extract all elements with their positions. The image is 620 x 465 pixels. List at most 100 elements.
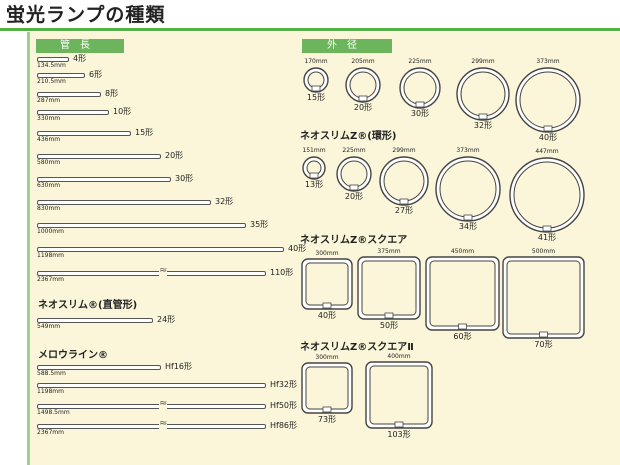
square-lamp-connector [322,406,332,413]
square-lamp-connector [458,323,467,330]
ring-lamp-inner [513,161,581,229]
ring-size-label: 32形 [473,121,493,130]
tube-lamp [37,131,131,136]
square-lamp-inner [305,366,349,410]
tube-length-label: 287mm [37,97,61,104]
ring-size-label: 41形 [537,233,557,242]
tube-size-label: 110形 [270,268,294,277]
tube-lamp [37,110,109,115]
tube-size-label: 6形 [89,70,103,79]
ring-lamp-connector [415,101,425,108]
ring-lamp-inner [439,160,497,218]
tube-size-label: 15形 [135,128,154,137]
ring-diameter-label: 299mm [471,58,495,65]
tube-length-label: 134.5mm [37,62,66,69]
ring-diameter-label: 151mm [302,147,326,154]
tube-lamp [37,404,266,409]
ring-lamp-connector [349,184,359,191]
tube-length-label: 2367mm [37,429,64,436]
tube-length-label: 830mm [37,205,61,212]
ring-size-label: 27形 [394,206,414,215]
tube-lamp [37,365,161,370]
square-size-dim: 375mm [377,248,401,255]
square-lamp-connector [394,421,404,428]
ring-size-label: 20形 [344,192,364,201]
neoslim-straight-title: ネオスリム®(直管形) [38,300,138,311]
tube-size-label: 20形 [165,151,184,160]
ring-lamp-connector [309,172,319,179]
tube-size-label: 8形 [105,89,119,98]
tube-length-label: 210.5mm [37,78,66,85]
title-rule [0,28,620,31]
ring-diameter-label: 205mm [351,58,375,65]
tube-size-label: Hf16形 [165,362,193,371]
square2-title: ネオスリムZ®スクエアⅡ [300,342,414,353]
outer-diameter-header: 外径 [302,39,392,53]
tube-size-label: 35形 [250,220,269,229]
tube-length-label: 2367mm [37,276,64,283]
ring-lamp-inner [349,71,377,99]
ring-lamp-connector [543,125,553,132]
tube-size-label: 24形 [157,315,176,324]
tube-length-label: 630mm [37,182,61,189]
square-lamp-inner [369,365,429,425]
tube-lamp [37,424,266,429]
ring-diameter-label: 373mm [536,58,560,65]
tube-lamp [37,73,85,78]
page-title: 蛍光ランプの種類 [6,4,166,26]
ring-size-label: 13形 [304,180,324,189]
square-lamp-inner [429,260,496,327]
tube-length-label: 1498.5mm [37,409,70,416]
tube-size-label: Hf86形 [270,421,298,430]
tube-length-label: 1000mm [37,228,64,235]
square-size-label: 60形 [453,332,472,341]
square-lamp-inner [506,260,581,335]
square-size-label: 50形 [379,321,399,330]
tube-size-label: Hf32形 [270,380,298,389]
mellow-title: メロウライン® [38,350,108,361]
tube-length-label: 436mm [37,136,61,143]
ring-lamp-inner [383,160,425,202]
ring-size-label: 15形 [306,93,326,102]
tube-lamp [37,92,101,97]
ring-diameter-label: 225mm [342,147,366,154]
ring-diameter-label: 299mm [392,147,416,154]
ring-lamp-connector [542,225,552,232]
tube-break-mark: ≈ [159,398,168,409]
square-lamp-connector [384,312,394,319]
ring-lamp-inner [403,71,437,105]
tube-length-header: 管長 [36,39,124,53]
tube-lamp [37,318,153,323]
tube-lamp [37,247,284,252]
tube-length-label: 1198mm [37,252,64,259]
tube-lamp [37,271,266,276]
ring-size-label: 20形 [353,103,373,112]
square-lamp-connector [539,331,548,338]
ring-lamp-connector [478,113,488,120]
square-lamp-connector [322,302,332,309]
square-lamp-inner [361,260,417,316]
tube-size-label: 10形 [113,107,132,116]
tube-length-label: 549mm [37,323,61,330]
ring-diameter-label: 225mm [408,58,432,65]
ring-size-label: 30形 [410,109,430,118]
square-size-dim: 300mm [315,354,339,361]
tube-size-label: 4形 [73,54,87,63]
ring-diameter-label: 447mm [535,148,559,155]
ring-lamp-connector [399,198,409,205]
tube-size-label: Hf50形 [270,401,298,410]
square-size-label: 40形 [317,311,337,320]
ring-lamp-inner [519,71,577,129]
tube-size-label: 32形 [215,197,234,206]
ring-lamp-inner [307,71,325,89]
tube-lamp [37,57,69,62]
square-size-dim: 450mm [450,248,475,255]
tube-length-label: 588.5mm [37,370,66,377]
square-size-dim: 500mm [531,248,556,255]
square-size-label: 73形 [317,415,337,424]
ring-size-label: 34形 [458,222,478,231]
square-size-dim: 300mm [315,250,339,257]
tube-break-mark: ≈ [159,265,168,276]
